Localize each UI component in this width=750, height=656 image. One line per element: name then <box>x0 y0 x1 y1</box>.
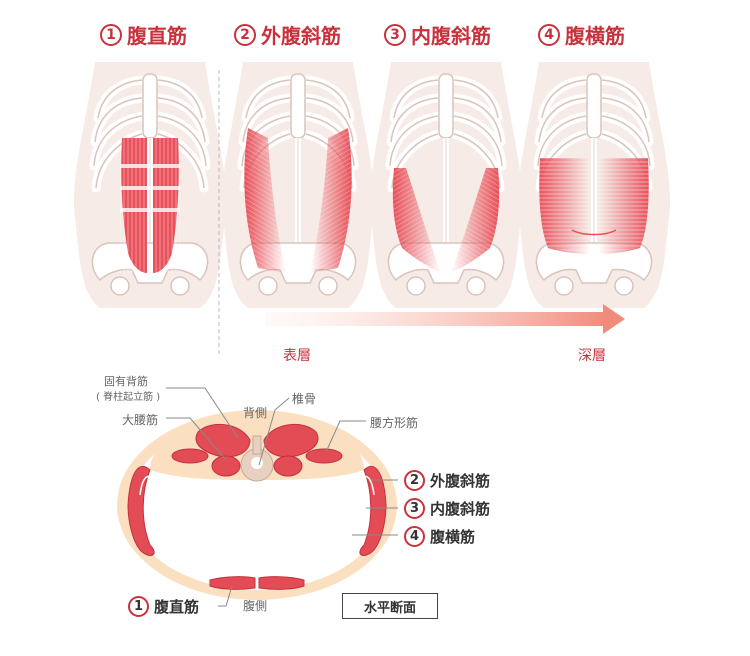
leader-lines <box>166 387 398 607</box>
front-label: 腹側 <box>243 599 268 613</box>
callout-1-label: 腹直筋 <box>154 598 200 616</box>
callout-2-number: 2 <box>404 470 425 491</box>
callout-rectus: 1 腹直筋 <box>128 596 199 617</box>
callout-external-oblique: 2 外腹斜筋 <box>404 470 490 491</box>
panel-2-number: 2 <box>234 23 256 46</box>
callout-transversus: 4 腹横筋 <box>404 526 475 547</box>
callout-3-number: 3 <box>404 498 425 519</box>
erector-label: 固有背筋 <box>104 375 148 388</box>
panel-4-title: 4 腹横筋 <box>538 20 625 49</box>
torso-rectus-abdominis <box>74 62 226 308</box>
panel-4-number: 4 <box>538 23 560 46</box>
erector-sub-label: ( 脊柱起立筋 ) <box>96 392 161 403</box>
callout-internal-oblique: 3 内腹斜筋 <box>404 498 490 519</box>
panel-2-title: 2 外腹斜筋 <box>234 20 341 49</box>
callout-1-number: 1 <box>128 596 149 617</box>
panel-1-label: 腹直筋 <box>127 24 187 48</box>
panel-2-label: 外腹斜筋 <box>261 24 341 48</box>
surface-label: 表層 <box>283 348 311 364</box>
horizontal-section-label: 水平断面 <box>342 593 438 619</box>
panel-3-label: 内腹斜筋 <box>411 24 491 48</box>
depth-arrow <box>265 304 625 334</box>
deep-label: 深層 <box>578 348 606 364</box>
callout-4-number: 4 <box>404 526 425 547</box>
quadratus-label: 腰方形筋 <box>370 416 419 430</box>
cross-section-diagram <box>117 410 397 600</box>
panel-1-title: 1 腹直筋 <box>100 20 187 49</box>
psoas-label: 大腰筋 <box>122 413 159 427</box>
panel-1-number: 1 <box>100 23 122 46</box>
panel-3-number: 3 <box>384 23 406 46</box>
torso-internal-oblique <box>370 62 522 308</box>
spine-label: 椎骨 <box>292 392 317 406</box>
panel-4-label: 腹横筋 <box>565 24 625 48</box>
callout-3-label: 内腹斜筋 <box>430 500 491 518</box>
panel-3-title: 3 内腹斜筋 <box>384 20 491 49</box>
torso-external-oblique <box>222 62 374 308</box>
callout-2-label: 外腹斜筋 <box>430 472 491 490</box>
torso-transversus-abdominis <box>518 62 670 308</box>
callout-4-label: 腹横筋 <box>430 528 476 546</box>
back-label: 背側 <box>243 406 268 420</box>
